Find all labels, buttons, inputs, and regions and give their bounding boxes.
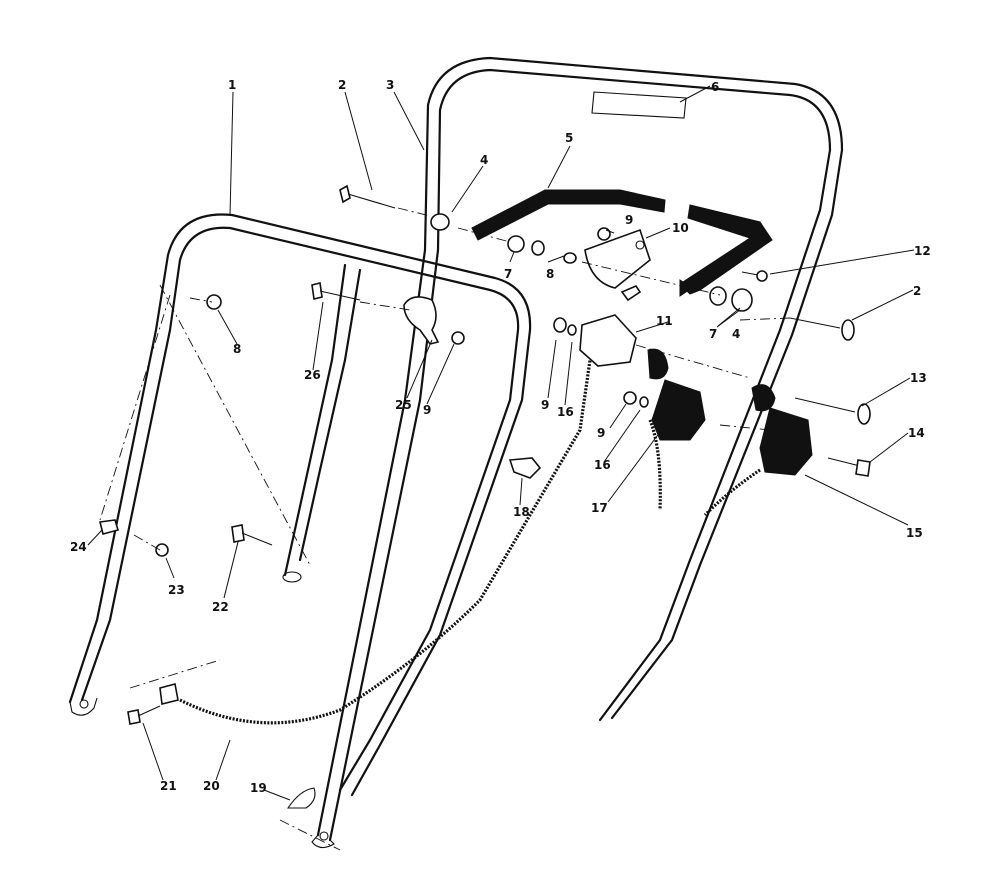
callout-8: 8: [546, 267, 554, 281]
callout-17: 17: [591, 501, 608, 515]
callout-2b: 2: [913, 284, 921, 298]
callout-14: 14: [908, 426, 925, 440]
bail-bar: [471, 189, 773, 297]
callout-5: 5: [565, 131, 573, 145]
callout-16: 16: [557, 405, 574, 419]
callout-3: 3: [386, 78, 394, 92]
callout-1: 1: [228, 78, 236, 92]
center-lines: [99, 207, 791, 851]
callout-9c: 9: [541, 398, 549, 412]
callout-9d: 9: [597, 426, 605, 440]
cables: [179, 359, 761, 725]
callout-4: 4: [480, 153, 488, 167]
callout-labels: 1 2 3 4 5 6 7 8 9 10 12 2 7 4 11 13 14 1…: [70, 78, 931, 795]
callout-10: 10: [672, 221, 689, 235]
upper-handle: [311, 56, 844, 849]
callout-6: 6: [711, 80, 719, 94]
callout-25: 25: [395, 398, 412, 412]
callout-19: 19: [250, 781, 267, 795]
small-parts: [99, 184, 871, 809]
callout-15: 15: [906, 526, 923, 540]
callout-21: 21: [160, 779, 177, 793]
callout-16b: 16: [594, 458, 611, 472]
callout-23: 23: [168, 583, 185, 597]
callout-7b: 7: [709, 327, 717, 341]
callout-24: 24: [70, 540, 87, 554]
callout-12: 12: [914, 244, 931, 258]
callout-8b: 8: [233, 342, 241, 356]
callout-20: 20: [203, 779, 220, 793]
callout-13: 13: [910, 371, 927, 385]
callout-7: 7: [504, 267, 512, 281]
callout-9: 9: [625, 213, 633, 227]
callout-26: 26: [304, 368, 321, 382]
callout-9b: 9: [423, 403, 431, 417]
leader-lines: [87, 85, 915, 801]
lower-handle: [68, 213, 532, 797]
callout-11: 11: [656, 314, 673, 328]
callout-22: 22: [212, 600, 229, 614]
callout-2: 2: [338, 78, 346, 92]
callout-4b: 4: [732, 327, 740, 341]
callout-18: 18: [513, 505, 530, 519]
